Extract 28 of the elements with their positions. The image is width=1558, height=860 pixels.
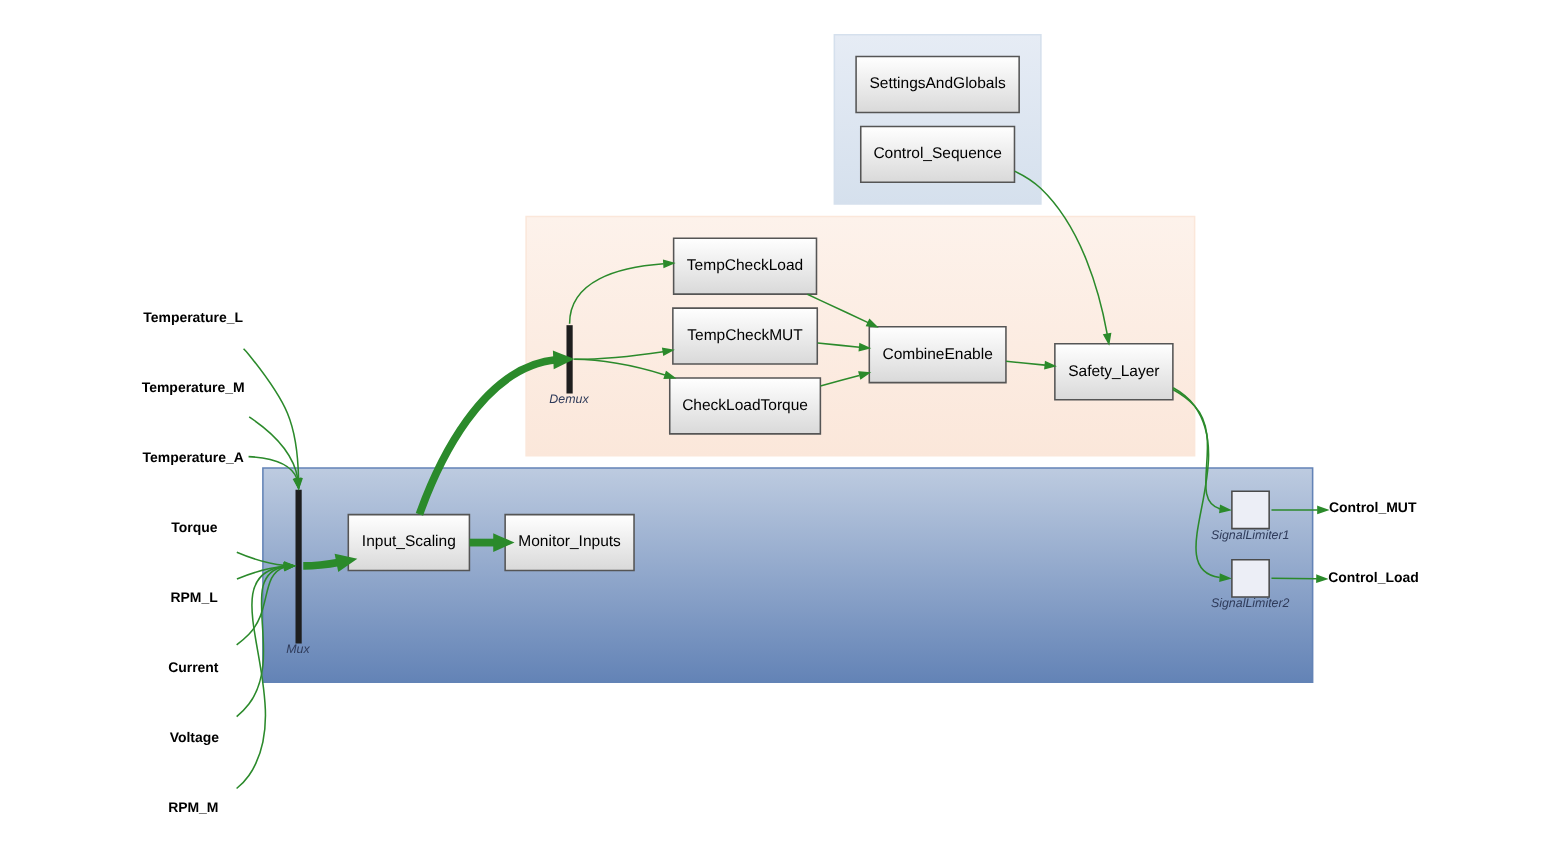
node-bar: [294, 489, 301, 644]
node-box: Safety_Layer: [1053, 343, 1173, 401]
node-box: Control_Sequence: [858, 125, 1015, 184]
arrow: [414, 350, 574, 516]
arrow: [1012, 170, 1111, 346]
cluster: [524, 215, 1195, 457]
arrow: [1004, 360, 1056, 370]
cluster: [261, 467, 1313, 684]
node-box: TempCheckLoad: [671, 237, 817, 295]
arrow: [1269, 505, 1329, 515]
arrow: [302, 553, 357, 572]
cluster: [832, 34, 1041, 205]
arrow: [567, 259, 675, 325]
node-box: TempCheckMUT: [671, 307, 818, 365]
arrow: [815, 342, 871, 352]
arrow: [468, 533, 514, 552]
node-bar: [565, 325, 572, 394]
node-box: SettingsAndGlobals: [854, 55, 1019, 114]
node-box: Input_Scaling: [346, 513, 470, 572]
node-box: CombineEnable: [867, 325, 1006, 384]
node-box: CheckLoadTorque: [667, 377, 821, 435]
arrow: [1171, 386, 1231, 582]
arrow: [805, 293, 878, 328]
arrow: [572, 347, 674, 361]
arrow: [818, 371, 871, 387]
node-box: Monitor_Inputs: [503, 513, 634, 572]
arrow: [1171, 388, 1231, 514]
arrow: [1269, 574, 1328, 584]
